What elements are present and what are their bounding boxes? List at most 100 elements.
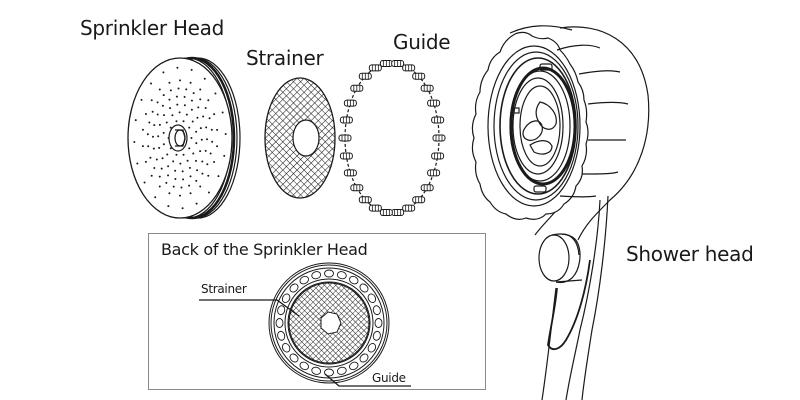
guide-bead-ridge bbox=[341, 135, 349, 141]
inset-back-view-illustration bbox=[199, 262, 411, 387]
shower-head-label: Shower head bbox=[626, 242, 754, 266]
sprinkler-head-label: Sprinkler Head bbox=[80, 16, 224, 40]
sprinkler-hole bbox=[174, 177, 177, 180]
sprinkler-center-hub bbox=[168, 124, 188, 152]
sprinkler-hole bbox=[185, 113, 188, 116]
sprinkler-hole bbox=[169, 107, 172, 110]
sprinkler-hole bbox=[141, 128, 144, 131]
sprinkler-hole bbox=[152, 147, 155, 150]
sprinkler-hole bbox=[188, 126, 191, 129]
sprinkler-hole bbox=[156, 101, 159, 104]
sprinkler-hole bbox=[210, 128, 213, 131]
sprinkler-hole bbox=[153, 124, 156, 127]
sprinkler-hole bbox=[168, 192, 171, 195]
inset-guide-beads bbox=[275, 269, 383, 377]
sprinkler-hole bbox=[175, 120, 178, 123]
sprinkler-hole bbox=[167, 205, 170, 208]
sprinkler-hole bbox=[206, 138, 209, 141]
sprinkler-hole bbox=[180, 186, 183, 189]
sprinkler-hole bbox=[146, 133, 149, 136]
sprinkler-hole bbox=[176, 103, 179, 106]
guide-bead-ridge bbox=[405, 205, 413, 212]
sprinkler-hole bbox=[216, 128, 219, 131]
inset-guide-bead bbox=[372, 330, 381, 341]
sprinkler-hole bbox=[204, 149, 207, 152]
sprinkler-hole bbox=[168, 98, 171, 101]
inset-guide-bead bbox=[367, 343, 377, 353]
sprinkler-hole bbox=[162, 131, 165, 134]
sprinkler-hole bbox=[155, 158, 158, 161]
sprinkler-hole bbox=[151, 135, 154, 138]
guide-bead-ridge bbox=[434, 152, 442, 159]
sprinkler-hole bbox=[217, 175, 220, 178]
sprinkler-hole bbox=[224, 133, 227, 136]
sprinkler-hole bbox=[199, 88, 202, 91]
inset-guide-bead bbox=[289, 283, 299, 293]
sprinkler-hole bbox=[133, 140, 136, 143]
sprinkler-hole bbox=[196, 169, 199, 172]
sprinkler-hole bbox=[162, 71, 165, 74]
sprinkler-hole bbox=[150, 99, 153, 102]
sprinkler-hole bbox=[196, 116, 199, 119]
sprinkler-hole bbox=[199, 185, 202, 188]
inset-guide-bead bbox=[336, 366, 347, 375]
sprinkler-hole bbox=[194, 159, 197, 162]
guide-bead-ridge bbox=[353, 184, 361, 191]
sprinkler-hole bbox=[150, 174, 153, 177]
sprinkler-hole bbox=[134, 119, 137, 122]
sprinkler-hole bbox=[207, 99, 210, 102]
sprinkler-hole bbox=[182, 120, 185, 123]
sprinkler-hole bbox=[149, 156, 152, 159]
sprinkler-hole bbox=[209, 152, 212, 155]
sprinkler-hole bbox=[192, 92, 195, 95]
guide-bead-ridge bbox=[430, 169, 438, 176]
sprinkler-hole bbox=[195, 179, 198, 182]
guide-bead-ridge bbox=[415, 73, 423, 80]
inset-guide-bead bbox=[324, 368, 334, 377]
sprinkler-hole bbox=[178, 194, 181, 197]
sprinkler-hole bbox=[169, 147, 172, 150]
inset-guide-bead bbox=[311, 366, 322, 375]
guide-bead-ridge bbox=[423, 85, 431, 92]
sprinkler-hole bbox=[208, 117, 211, 120]
guide-bead-ridge bbox=[435, 135, 443, 141]
sprinkler-hole bbox=[200, 138, 203, 141]
sprinkler-hole bbox=[188, 166, 191, 169]
sprinkler-hole bbox=[148, 121, 151, 124]
sprinkler-hole bbox=[213, 160, 216, 163]
sprinkler-hole bbox=[162, 94, 165, 97]
sprinkler-hole bbox=[214, 92, 217, 95]
sprinkler-hole bbox=[158, 123, 161, 126]
sprinkler-hole bbox=[183, 96, 186, 99]
sprinkler-hole bbox=[181, 170, 184, 173]
inset-guide-bead bbox=[275, 318, 284, 328]
inset-guide-bead bbox=[299, 275, 309, 285]
sprinkler-hole bbox=[178, 111, 181, 114]
sprinkler-hole bbox=[143, 181, 146, 184]
sprinkler-hole bbox=[158, 175, 161, 178]
inset-back-of-sprinkler-head: Back of the Sprinkler Head Strainer Guid… bbox=[148, 233, 486, 390]
sprinkler-hole bbox=[185, 88, 188, 91]
guide-bead-ridge bbox=[346, 100, 354, 107]
inset-guide-bead bbox=[281, 343, 291, 353]
sprinkler-hole bbox=[189, 192, 192, 195]
inset-guide-bead bbox=[359, 353, 369, 363]
guide-bead-ridge bbox=[361, 196, 369, 203]
sprinkler-hole bbox=[211, 140, 214, 143]
sprinkler-hole bbox=[169, 89, 172, 92]
inset-strainer-callout: Strainer bbox=[201, 282, 247, 296]
sprinkler-hole bbox=[206, 163, 209, 166]
sprinkler-hole bbox=[179, 162, 182, 165]
sprinkler-hole bbox=[203, 77, 206, 80]
inset-guide-callout: Guide bbox=[372, 371, 406, 385]
sprinkler-hole bbox=[167, 165, 170, 168]
sprinkler-hole bbox=[221, 111, 224, 114]
inset-guide-bead bbox=[277, 330, 286, 341]
guide-bead-ridge bbox=[430, 100, 438, 107]
inset-guide-bead bbox=[349, 361, 359, 371]
sprinkler-hole bbox=[166, 153, 169, 156]
sprinkler-hole bbox=[202, 115, 205, 118]
sprinkler-hole bbox=[188, 184, 191, 187]
sprinkler-hole bbox=[195, 130, 198, 133]
sprinkler-hole bbox=[167, 174, 170, 177]
